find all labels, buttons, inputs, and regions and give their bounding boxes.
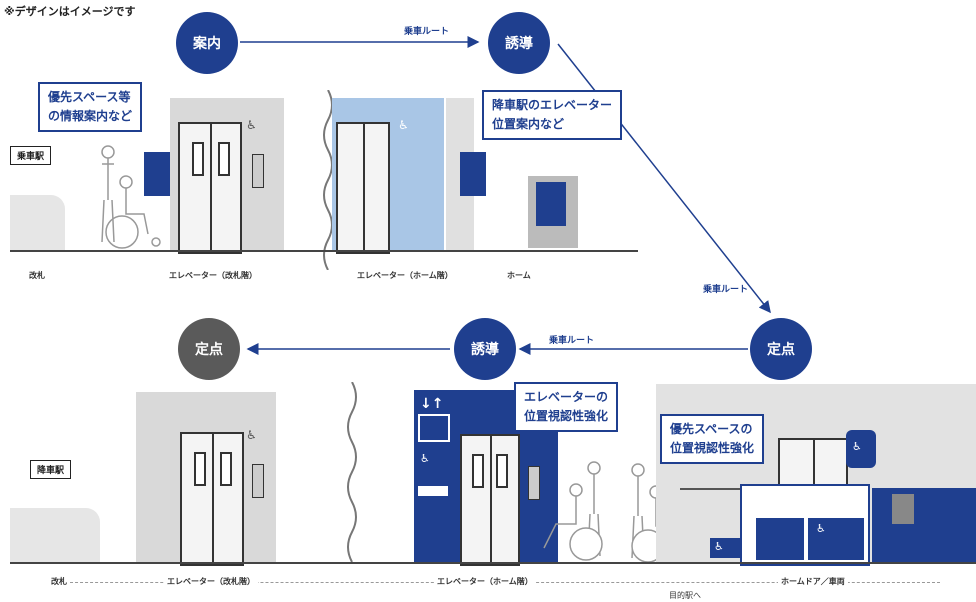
- sign-plate: [418, 486, 448, 496]
- platform-sign-panel: [536, 182, 566, 226]
- station-tag-alighting: 降車駅: [30, 460, 72, 479]
- up-down-arrows-icon: ↓↑: [420, 396, 444, 412]
- top-floor-label: 改札: [26, 270, 48, 281]
- info-panel-top-left: [144, 152, 170, 196]
- callout-bottom-mid: エレベーターの 位置視認性強化: [514, 382, 619, 432]
- node-yudo-bottom: 誘導: [454, 318, 516, 380]
- callout-top-right: 降車駅のエレベーター 位置案内など: [482, 90, 623, 140]
- platform-door-panel-1: [756, 518, 804, 560]
- elevator-sign-box: [418, 414, 450, 442]
- wheelchair-figures-top: [101, 145, 161, 249]
- callout-top-left: 優先スペース等 の情報案内など: [38, 82, 143, 132]
- wave-break-bottom: [347, 382, 357, 563]
- wheelchair-sign: [846, 430, 876, 468]
- call-panel[interactable]: [252, 154, 264, 188]
- wheelchair-icon: ♿: [852, 440, 862, 453]
- bottom-floor-label: エレベーター（ホーム階）: [434, 576, 536, 587]
- door-window: [218, 142, 230, 176]
- destination-sublabel: 目的駅へ: [666, 590, 704, 601]
- wheelchair-icon: ♿: [420, 452, 430, 465]
- door-window: [194, 452, 206, 486]
- design-note: ※デザインはイメージです: [4, 5, 136, 18]
- bottom-floor-label: エレベーター（改札階）: [164, 576, 258, 587]
- top-floor-label: エレベーター（改札階）: [166, 270, 260, 281]
- info-panel-top-right: [460, 152, 486, 196]
- door-window: [496, 454, 508, 488]
- top-floor-label: エレベーター（ホーム階）: [354, 270, 456, 281]
- bottom-floor-label: 改札: [48, 576, 70, 587]
- elevator-door-top-2: [336, 122, 390, 254]
- ticket-gate-bottom: [10, 508, 100, 563]
- floor-bottom: [10, 562, 976, 564]
- ticket-gate-top: [10, 195, 65, 250]
- node-teiten-left: 定点: [178, 318, 240, 380]
- bottom-floor-label: ホームドア／車両: [778, 576, 848, 587]
- node-yudo-top: 誘導: [488, 12, 550, 74]
- node-annai: 案内: [176, 12, 238, 74]
- elevator-door-bottom-1: [180, 432, 244, 566]
- wheelchair-icon: ♿: [714, 540, 724, 553]
- door-window: [220, 452, 232, 486]
- door-window: [192, 142, 204, 176]
- wheelchair-icon: ♿: [816, 522, 826, 535]
- platform-fence: [680, 488, 740, 490]
- route-label-bottom: 乗車ルート: [549, 336, 595, 346]
- elevator-door-bottom-2: [460, 434, 520, 566]
- wheelchair-icon: ♿: [246, 118, 257, 132]
- platform-door-panel-2: [808, 518, 864, 560]
- platform-door-panel-3: [872, 488, 976, 562]
- wheelchair-icon: ♿: [246, 428, 257, 442]
- node-teiten-right: 定点: [750, 318, 812, 380]
- top-floor-label: ホーム: [504, 270, 534, 281]
- priority-sign-left: [710, 538, 740, 558]
- call-panel[interactable]: [252, 464, 264, 498]
- platform-door-window: [892, 494, 914, 524]
- door-window: [472, 454, 484, 488]
- elevator-door-top-1: [178, 122, 242, 254]
- wave-break-top: [323, 90, 333, 270]
- call-panel[interactable]: [528, 466, 540, 500]
- floor-top: [10, 250, 638, 252]
- callout-bottom-right: 優先スペースの 位置視認性強化: [660, 414, 765, 464]
- wheelchair-icon: ♿: [398, 118, 409, 132]
- station-tag-boarding: 乗車駅: [10, 146, 52, 165]
- route-label-diagonal: 乗車ルート: [703, 285, 749, 295]
- route-label-top: 乗車ルート: [404, 27, 450, 37]
